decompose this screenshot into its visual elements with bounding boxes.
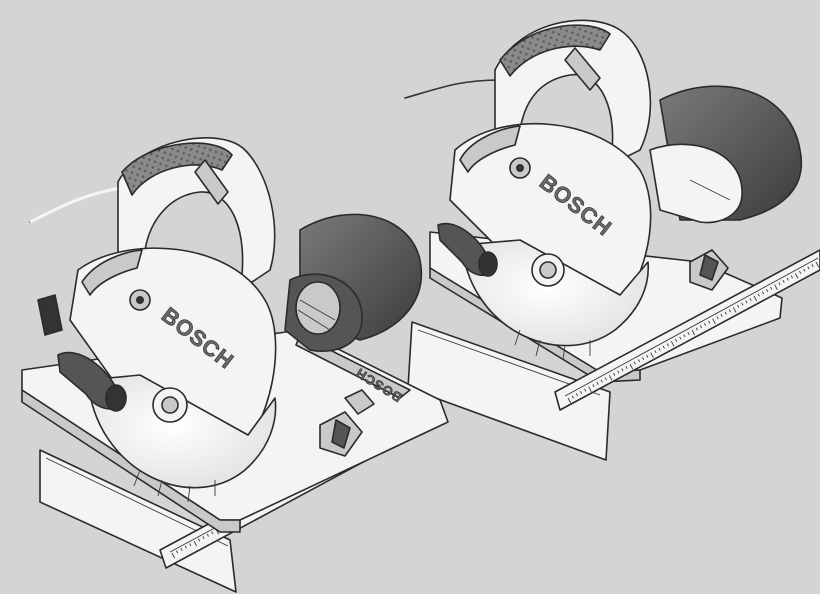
scale-tick (588, 386, 592, 392)
scale-tick (790, 275, 793, 279)
scale-tick (633, 361, 636, 365)
scale-tick (737, 304, 740, 308)
scale-tick (745, 300, 748, 304)
scale-tick (666, 343, 669, 347)
scale-tick (704, 322, 707, 326)
measuring-scale-right (554, 249, 820, 411)
scale-tick (687, 332, 690, 336)
scale-tick (613, 372, 616, 376)
scale-tick (567, 397, 572, 404)
scale-tick (683, 334, 686, 338)
scale-tick (782, 279, 785, 283)
scale-tick (600, 379, 603, 383)
circular-saw-right: BOSCH (404, 19, 820, 461)
scale-tick (189, 543, 192, 547)
scale-tick (662, 345, 665, 349)
scale-tick (608, 375, 613, 381)
scale-tick (584, 388, 587, 392)
scale-tick (728, 309, 731, 313)
scale-tick (757, 293, 760, 297)
scale-tick (658, 347, 661, 351)
scale-tick (596, 381, 599, 385)
scale-tick (180, 548, 183, 551)
scale-tick (794, 273, 799, 279)
front-knob-left (37, 294, 127, 412)
scale-tick (198, 538, 201, 542)
scale-tick (761, 291, 765, 295)
scale-tick (807, 266, 810, 270)
scale-tick (811, 264, 814, 268)
scale-tick (571, 395, 574, 399)
scale-tick (171, 552, 176, 559)
scale-tick (778, 282, 781, 286)
scale-tick (193, 540, 198, 547)
scale-tick (774, 284, 778, 290)
scale-tick (753, 295, 758, 302)
scale-tick (625, 366, 628, 370)
scale-tick (670, 341, 675, 347)
depth-clamp-right (689, 249, 729, 291)
motor-housing-right (649, 85, 803, 224)
scale-tick (637, 359, 641, 363)
scale-tick (712, 318, 716, 324)
scale-tick (716, 316, 719, 320)
saw-blade-left (87, 374, 277, 503)
scale-tick (604, 377, 607, 381)
handle-left (117, 137, 276, 291)
scale-tick (646, 354, 649, 358)
scale-tick (724, 311, 727, 315)
scale-tick (741, 302, 744, 306)
scale-tick (799, 270, 802, 274)
scale-tick (654, 350, 657, 354)
scale-tick (629, 363, 634, 370)
scale-tick (732, 307, 737, 313)
scale-tick (650, 352, 654, 358)
scale-tick (206, 533, 209, 537)
scale-tick (691, 329, 696, 336)
scale-tick (770, 286, 773, 290)
scale-tick (621, 368, 624, 372)
scale-tick (720, 313, 723, 317)
motor-housing-left (284, 213, 423, 352)
blade-guard-right: BOSCH (449, 122, 652, 311)
handle-right (494, 19, 652, 166)
saw-blade-right (461, 239, 650, 361)
scale-tick (184, 545, 187, 549)
power-cord-right (404, 79, 501, 99)
front-knob-right (437, 222, 498, 277)
scale-tick (580, 390, 583, 394)
scale-tick (679, 336, 682, 340)
scale-tick (176, 550, 179, 554)
scale-tick (766, 288, 769, 292)
scale-tick (642, 356, 645, 360)
scale-tick (575, 393, 579, 397)
scale-tick (592, 384, 595, 388)
circular-saw-left: BOSCH BOSCH (21, 137, 449, 593)
depth-clamp-left (319, 389, 375, 457)
scale-tick (617, 370, 620, 374)
scale-tick (675, 338, 678, 342)
blade-guard-left: BOSCH (69, 247, 277, 451)
scale-tick (708, 320, 711, 324)
scale-tick (211, 531, 214, 535)
scale-tick (695, 327, 698, 331)
scale-tick (803, 268, 806, 272)
scale-tick (786, 277, 789, 281)
scale-tick (202, 536, 205, 540)
scale-tick (815, 261, 820, 268)
scale-tick (749, 298, 752, 302)
scale-tick (699, 325, 703, 329)
